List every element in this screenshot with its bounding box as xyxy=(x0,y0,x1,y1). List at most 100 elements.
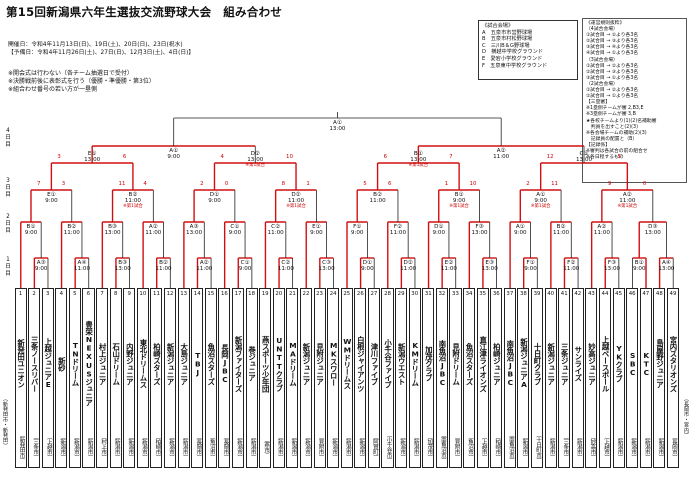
team-name: 新潟ジュニアA xyxy=(519,338,529,389)
rule-line: ※各会場チームの補助(2)(3) xyxy=(586,130,647,136)
match-time: 11:00 xyxy=(440,266,457,273)
day-label-4: 4日目 xyxy=(5,128,11,148)
day-label-2: 2日目 xyxy=(5,214,11,234)
team-name: 大島ジュニア xyxy=(179,342,189,385)
team-city: （新潟市） xyxy=(113,434,120,460)
rule-line: 《運営規則抜粋》 xyxy=(586,21,625,26)
score-label: 9 xyxy=(607,181,612,187)
match-time: 13:00 xyxy=(329,126,346,133)
match-time: 11:00 xyxy=(63,230,80,237)
match-time: 13:00 xyxy=(318,266,335,273)
match-time: 9:00 xyxy=(167,154,180,161)
match-time: 9:00 xyxy=(524,266,537,273)
score-label: 4 xyxy=(220,154,224,160)
rule-line: （4試合会場） xyxy=(586,27,618,33)
team-city: （新潟市） xyxy=(72,434,79,460)
score-label: 7 xyxy=(36,181,41,187)
match-time: 13:00 xyxy=(575,157,593,164)
team-city: （新発田市） xyxy=(18,431,25,463)
match-time: 9:00 xyxy=(432,230,446,237)
rule-line: ③試合目 → ④より各3名 xyxy=(586,45,639,51)
score-label: 1 xyxy=(444,181,449,187)
team-number: 13 xyxy=(180,291,188,297)
team-name: 南魚沼JBC xyxy=(437,340,447,387)
team-number: 30 xyxy=(411,291,419,297)
rule-line: ①試合目 → ②より各3名 xyxy=(586,63,639,69)
team-number: 2 xyxy=(32,291,36,297)
team-name: MKスワロー xyxy=(329,340,339,387)
team-city: （魚沼市） xyxy=(208,434,215,460)
team-name: 新潟ファイターズ xyxy=(234,335,244,392)
match-venue: B① xyxy=(26,224,36,230)
match-note: ※第1試合 xyxy=(530,204,551,210)
match-venue: A② xyxy=(199,260,209,266)
note-line: ※決勝戦前後に表彰式を行う（優勝・準優勝・第3位） xyxy=(8,78,155,85)
match-venue: B② xyxy=(373,192,382,198)
rule-line: ※3塁側チームが審 3,B xyxy=(586,112,636,118)
rule-line: ★各校チームより(1)(2)名補助審 xyxy=(586,118,657,124)
match-venue: B② xyxy=(159,260,168,266)
score-label: 10 xyxy=(469,181,477,187)
match-time: 11:00 xyxy=(267,230,284,237)
score-label: 6 xyxy=(122,154,127,160)
team-city: （新潟市） xyxy=(304,434,310,460)
team-number: 42 xyxy=(574,291,582,297)
team-number: 35 xyxy=(479,291,487,297)
rule-line: ②試合目 → ③より各3名 xyxy=(586,39,639,45)
team-name: 島屋野ジュニア xyxy=(655,339,665,388)
score-label: 8 xyxy=(281,181,286,187)
team-city: （新潟市） xyxy=(412,434,419,460)
team-city: （魚沼市） xyxy=(467,434,474,460)
match-venue: C③ xyxy=(322,260,332,266)
team-number: 24 xyxy=(329,291,337,297)
note-line: ※組合わせ番号の若い方が一塁側 xyxy=(8,86,98,93)
match-time: 11:00 xyxy=(369,198,386,205)
team-name: 十日町クラブ xyxy=(533,342,543,385)
team-city: （新潟市） xyxy=(399,434,406,460)
team-number: 34 xyxy=(465,291,473,297)
schedule-backup: 【予備日：令和4年11月26日(土)、27日(日)、12月3日(土)、4日(日)… xyxy=(8,49,195,56)
team-name: 見附ジュニア xyxy=(315,342,325,385)
team-name: 長岡JBC xyxy=(220,343,230,384)
match-venue: C① xyxy=(579,151,589,157)
team-name: MAドリーム xyxy=(288,340,298,387)
team-city: （燕市） xyxy=(263,436,270,458)
match-venue: B① xyxy=(634,260,644,266)
match-venue: B① xyxy=(454,192,464,198)
team-number: 10 xyxy=(139,291,147,297)
team-number: 40 xyxy=(547,291,555,297)
match-venue: C② xyxy=(271,224,281,230)
rule-line: ※1塁側チームが審 2,B3,E xyxy=(586,106,644,112)
match-note: ※第1試合 xyxy=(286,204,306,210)
team-number: 15 xyxy=(207,291,215,297)
team-name: 加茂クラブ xyxy=(424,346,434,381)
team-city: （新潟市） xyxy=(575,434,582,460)
